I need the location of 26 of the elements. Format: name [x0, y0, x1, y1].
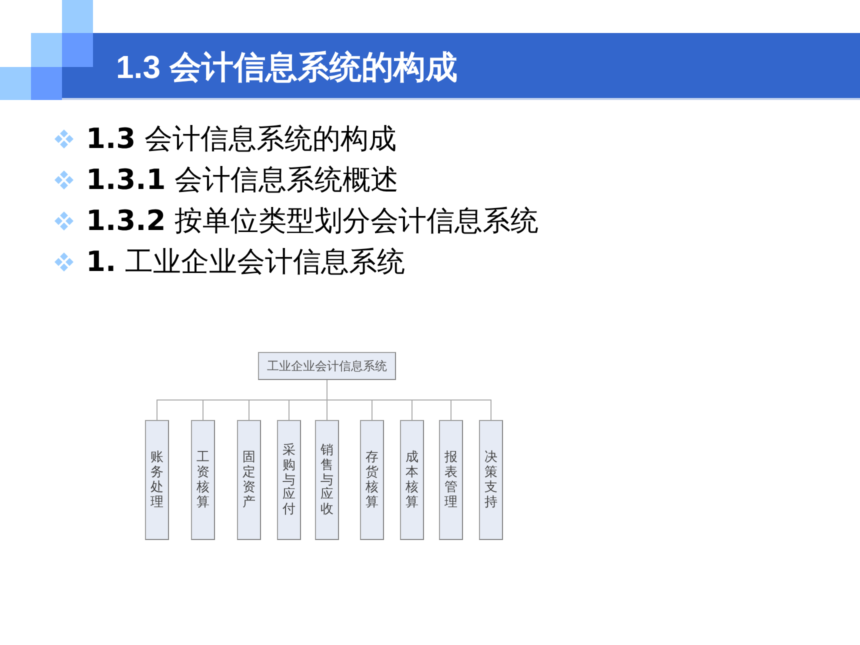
bullet-text: 1.3.2 按单位类型划分会计信息系统: [86, 206, 539, 234]
slide-title: 1.3 会计信息系统的构成: [116, 48, 458, 86]
connector-line: [326, 380, 492, 420]
box-label: 销售与应收: [320, 442, 334, 518]
bullet-text: 1.3 会计信息系统的构成: [86, 124, 397, 152]
box-label: 工资核算: [196, 450, 210, 510]
box-label: 成本核算: [406, 450, 418, 510]
box-label: 工业企业会计信息系统: [267, 358, 387, 375]
org-chart-box: [400, 420, 424, 540]
box-label: 账务处理: [150, 450, 164, 510]
bullet-text: 1.3.1 会计信息系统概述: [86, 166, 399, 194]
org-chart-box: [439, 420, 463, 540]
box-label: 存货核算: [366, 450, 378, 510]
org-chart-box: [145, 420, 169, 540]
bullet-text: 1. 工业企业会计信息系统: [86, 248, 406, 276]
org-chart-box: [191, 420, 215, 540]
box-label: 固定资产: [242, 450, 256, 510]
org-chart-box: [360, 420, 384, 540]
box-label: 报表管理: [444, 450, 458, 510]
org-chart-box: [479, 420, 503, 540]
box-label: 决策支持: [484, 450, 498, 510]
box-label: 采购与应付: [282, 442, 296, 518]
org-chart-box: [315, 420, 339, 540]
org-chart-box: [237, 420, 261, 540]
org-chart-box: [277, 420, 301, 540]
org-chart-box: [258, 352, 396, 380]
